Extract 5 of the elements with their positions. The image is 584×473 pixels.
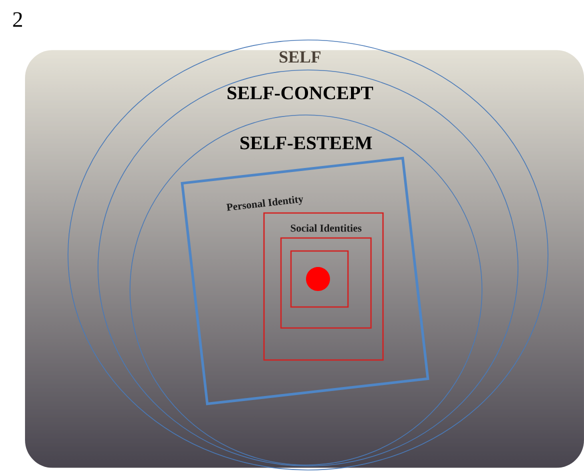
square: Social Identities: [263, 212, 384, 361]
dot: [306, 266, 330, 291]
square: [290, 250, 349, 308]
square: [280, 237, 372, 329]
page-number: 2: [13, 12, 22, 27]
